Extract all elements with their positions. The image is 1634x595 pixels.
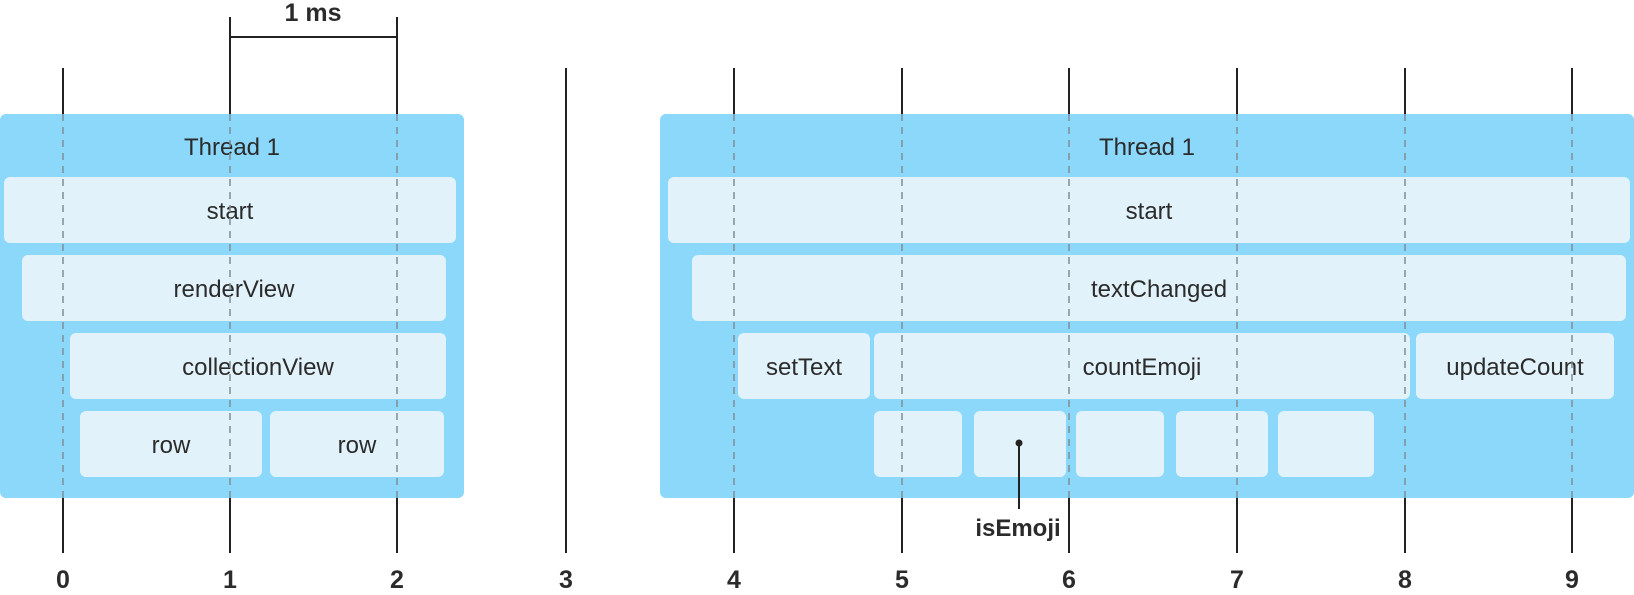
tick-label-6: 6 xyxy=(1062,566,1076,590)
tick-label-0: 0 xyxy=(56,566,70,590)
tick-label-9: 9 xyxy=(1565,566,1579,590)
frame-countemoji: countEmoji xyxy=(874,333,1410,399)
frame-isemoji-4 xyxy=(1176,411,1268,477)
frame-box xyxy=(668,177,1630,243)
frame-updatecount: updateCount xyxy=(1416,333,1614,399)
frame-start-right: start xyxy=(668,177,1630,243)
frame-box xyxy=(738,333,870,399)
tick-label-4: 4 xyxy=(727,566,741,590)
thread-panel-left: Thread 1 start renderView collectionView… xyxy=(0,114,464,498)
frame-box xyxy=(70,333,446,399)
frame-label: setText xyxy=(766,354,842,381)
tick-label-3: 3 xyxy=(559,566,573,590)
frame-isemoji-3 xyxy=(1076,411,1164,477)
frame-row-a: row xyxy=(80,411,262,477)
frame-settext: setText xyxy=(738,333,870,399)
isemoji-callout: isEmoji xyxy=(975,439,1061,542)
thread-label-right: Thread 1 xyxy=(1099,134,1195,161)
tick-label-2: 2 xyxy=(390,566,404,590)
frame-isemoji-5 xyxy=(1278,411,1374,477)
frame-label: textChanged xyxy=(1091,276,1227,303)
frame-label: start xyxy=(1126,198,1173,225)
time-axis-lines xyxy=(62,65,1573,553)
tick-labels: 0 1 2 3 4 5 6 7 8 9 xyxy=(56,566,1579,594)
thread-label-left: Thread 1 xyxy=(184,134,280,161)
frame-label: updateCount xyxy=(1446,354,1584,381)
frame-textchanged: textChanged xyxy=(692,255,1626,321)
frame-box xyxy=(692,255,1626,321)
frame-box xyxy=(874,333,1410,399)
tick-label-7: 7 xyxy=(1230,566,1244,590)
frame-collectionview: collectionView xyxy=(70,333,446,399)
frame-isemoji-1 xyxy=(874,411,962,477)
tick-label-8: 8 xyxy=(1398,566,1412,590)
frame-label: countEmoji xyxy=(1083,354,1202,381)
frame-label: row xyxy=(152,432,191,459)
frame-box xyxy=(80,411,262,477)
tick-label-1: 1 xyxy=(223,566,237,590)
frame-row-b: row xyxy=(270,411,444,477)
frame-label: collectionView xyxy=(182,354,334,381)
frame-label: row xyxy=(338,432,377,459)
callout-label: isEmoji xyxy=(975,515,1060,542)
scale-label: 1 ms xyxy=(285,0,342,27)
frame-label: renderView xyxy=(174,276,296,303)
frame-renderview: renderView xyxy=(22,255,446,321)
frame-box xyxy=(22,255,446,321)
tick-label-5: 5 xyxy=(895,566,909,590)
frame-box xyxy=(270,411,444,477)
frame-box xyxy=(1416,333,1614,399)
scale-bracket: 1 ms xyxy=(229,0,398,65)
thread-panel-right: Thread 1 start textChanged setText count… xyxy=(660,114,1634,498)
